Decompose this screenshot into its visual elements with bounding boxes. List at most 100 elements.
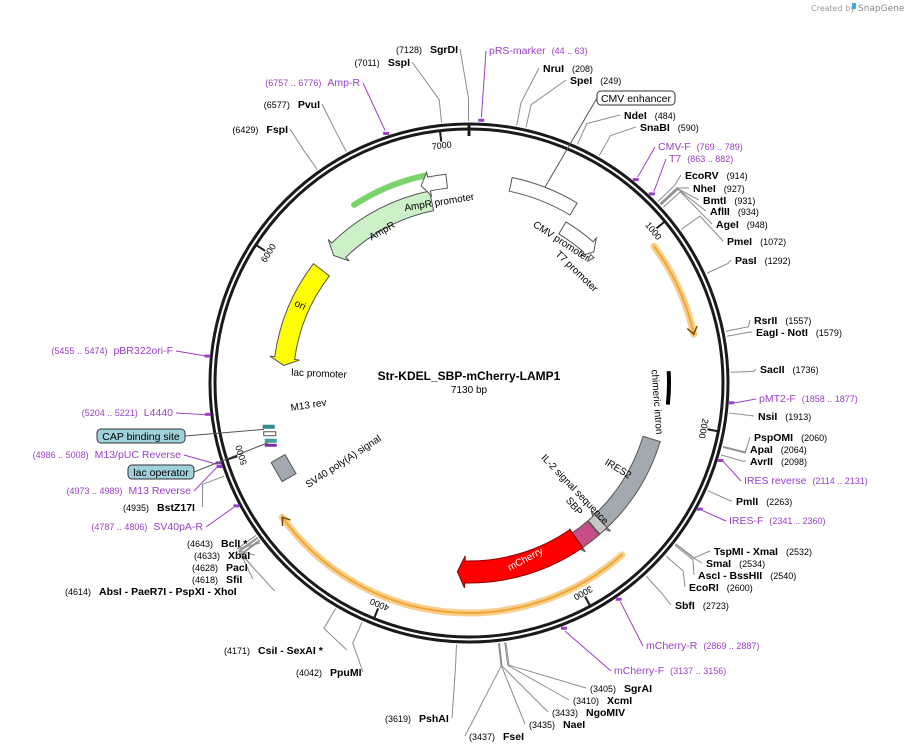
site-position: (3410) bbox=[573, 696, 599, 706]
primer-leader-l4440 bbox=[175, 412, 205, 416]
primer-name: Amp-R bbox=[327, 77, 360, 89]
site-name: PspOMI bbox=[754, 432, 793, 444]
site-line-bcli bbox=[236, 535, 261, 550]
site-line-naei bbox=[498, 643, 526, 725]
site-position: (2723) bbox=[703, 601, 729, 611]
primer-label-sv40pa-r: (4787 .. 4806)SV40pA-R bbox=[91, 521, 203, 533]
site-position: (249) bbox=[600, 76, 621, 86]
tick-mark-5000 bbox=[226, 455, 238, 461]
site-name: PvuI bbox=[298, 99, 320, 111]
primer-label-cmv-f: CMV-F(769 .. 789) bbox=[658, 141, 743, 153]
site-name: BclI * bbox=[221, 538, 248, 550]
feature-label-sv40-polya: SV40 poly(A) signal bbox=[304, 433, 384, 490]
site-line-sbfi bbox=[645, 575, 672, 606]
ampr-promoter-arrow bbox=[420, 170, 449, 198]
site-line-avrii bbox=[720, 454, 747, 462]
primer-label-mcherry-f: mCherry-F(3137 .. 3156) bbox=[614, 665, 726, 677]
site-name: SnaBI bbox=[640, 122, 670, 134]
primer-range: (2114 .. 2131) bbox=[812, 476, 867, 486]
site-position: (4171) bbox=[224, 646, 250, 656]
site-name: AvrII bbox=[750, 456, 773, 468]
site-name: NheI bbox=[693, 183, 716, 195]
site-name: XbaI bbox=[228, 550, 250, 562]
site-label-sspi: (7011) SspI bbox=[354, 57, 410, 69]
site-name: NgoMIV bbox=[586, 707, 625, 719]
site-name: TspMI - XmaI bbox=[714, 546, 778, 558]
feature-leader-cmv-enhancer bbox=[544, 97, 598, 188]
site-line-nsii bbox=[729, 412, 755, 417]
feature-label-m13-rev: M13 rev bbox=[290, 398, 327, 414]
primer-leader-m13-puc-reverse bbox=[183, 454, 216, 465]
plasmid-size: 7130 bp bbox=[451, 385, 488, 396]
site-label-pvui: (6577)PvuI bbox=[264, 99, 320, 111]
site-label-sgrai: (3405)SgrAI bbox=[590, 683, 652, 695]
site-name: PacI bbox=[226, 562, 248, 574]
site-label-pshai: (3619)PshAI bbox=[385, 713, 449, 725]
site-position: (3435) bbox=[529, 720, 555, 730]
primer-label-m13-puc-reverse: (4986 .. 5008)M13/pUC Reverse bbox=[33, 449, 182, 461]
site-position: (3437) bbox=[469, 732, 495, 742]
tick-mark-1000 bbox=[655, 220, 666, 230]
site-position: (1072) bbox=[760, 237, 786, 247]
site-line-paci bbox=[238, 537, 259, 568]
site-line-smai bbox=[675, 543, 703, 564]
site-line-pasi bbox=[706, 259, 732, 274]
site-position: (590) bbox=[678, 123, 699, 133]
orange-arc-1 bbox=[652, 245, 695, 336]
site-label-apai: ApaI(2064) bbox=[750, 444, 807, 456]
site-position: (931) bbox=[734, 196, 755, 206]
primer-range: (2869 .. 2887) bbox=[703, 641, 759, 651]
primer-name: pRS-marker bbox=[489, 45, 546, 57]
site-position: (484) bbox=[655, 111, 676, 121]
primer-range: (3137 .. 3156) bbox=[670, 666, 726, 676]
site-label-sacii: SacII(1736) bbox=[760, 364, 819, 376]
site-position: (3433) bbox=[552, 708, 578, 718]
tick-label-1000: 1000 bbox=[643, 220, 663, 242]
ampr-arrow bbox=[327, 190, 435, 262]
site-name: FspI bbox=[266, 124, 288, 136]
site-label-ngomiv: (3433) NgoMIV bbox=[552, 707, 625, 719]
primer-leader-ires-f bbox=[702, 510, 727, 522]
site-name: EcoRV bbox=[685, 170, 719, 182]
site-position: (7011) bbox=[354, 58, 379, 68]
site-line-tspmi-xmai bbox=[675, 543, 711, 559]
site-label-sfii: (4618)SfiI bbox=[192, 574, 242, 586]
primer-label-l4440: (5204 .. 5221) L4440 bbox=[82, 407, 173, 419]
primer-range: (4986 .. 5008) bbox=[33, 450, 89, 460]
site-name: PasI bbox=[735, 255, 757, 267]
site-position: (2263) bbox=[766, 497, 792, 507]
site-label-pmli: PmlI(2263) bbox=[736, 496, 792, 508]
orange-arc-2-arrow-icon bbox=[281, 516, 291, 527]
site-position: (934) bbox=[738, 207, 759, 217]
primer-label-amp-r: (6757 .. 6776)Amp-R bbox=[265, 77, 360, 89]
site-label-ndei: NdeI (484) bbox=[624, 110, 676, 122]
cmv-promoter-arrow bbox=[558, 221, 598, 258]
primer-leader-mcherry-f bbox=[564, 630, 612, 672]
site-position: (1557) bbox=[785, 316, 811, 326]
tick-label-7000: 7000 bbox=[431, 139, 452, 151]
primer-leader-mcherry-r bbox=[619, 601, 644, 647]
site-line-sgrai bbox=[505, 642, 587, 689]
site-line-bstz17i bbox=[201, 475, 225, 508]
site-position: (4618) bbox=[192, 575, 218, 585]
site-line-spei bbox=[525, 79, 567, 128]
site-name: SspI bbox=[388, 57, 410, 69]
site-position: (2064) bbox=[781, 445, 807, 455]
primer-leader-m13-reverse bbox=[193, 467, 218, 492]
site-line-fspi bbox=[289, 128, 318, 170]
site-label-smai: SmaI(2534) bbox=[706, 558, 765, 570]
primer-range: (5204 .. 5221) bbox=[82, 408, 138, 418]
site-line-sgrdi bbox=[459, 48, 470, 122]
orange-arc-1-arrow-icon bbox=[686, 325, 698, 336]
primer-name: pBR322ori-F bbox=[113, 345, 173, 357]
site-name: NdeI bbox=[624, 110, 647, 122]
site-line-pshai bbox=[451, 644, 458, 719]
feature-label-lac-promoter: lac promoter bbox=[291, 368, 348, 381]
site-position: (3619) bbox=[385, 714, 411, 724]
site-label-sgrdi: (7128)SgrDI bbox=[396, 44, 458, 56]
site-position: (2060) bbox=[801, 433, 827, 443]
site-label-nrui: NruI(208) bbox=[543, 63, 593, 75]
primer-name: T7 bbox=[669, 153, 681, 165]
primer-label-m13-reverse: (4973 .. 4989)M13 Reverse bbox=[67, 485, 192, 497]
primer-name: L4440 bbox=[144, 407, 173, 419]
